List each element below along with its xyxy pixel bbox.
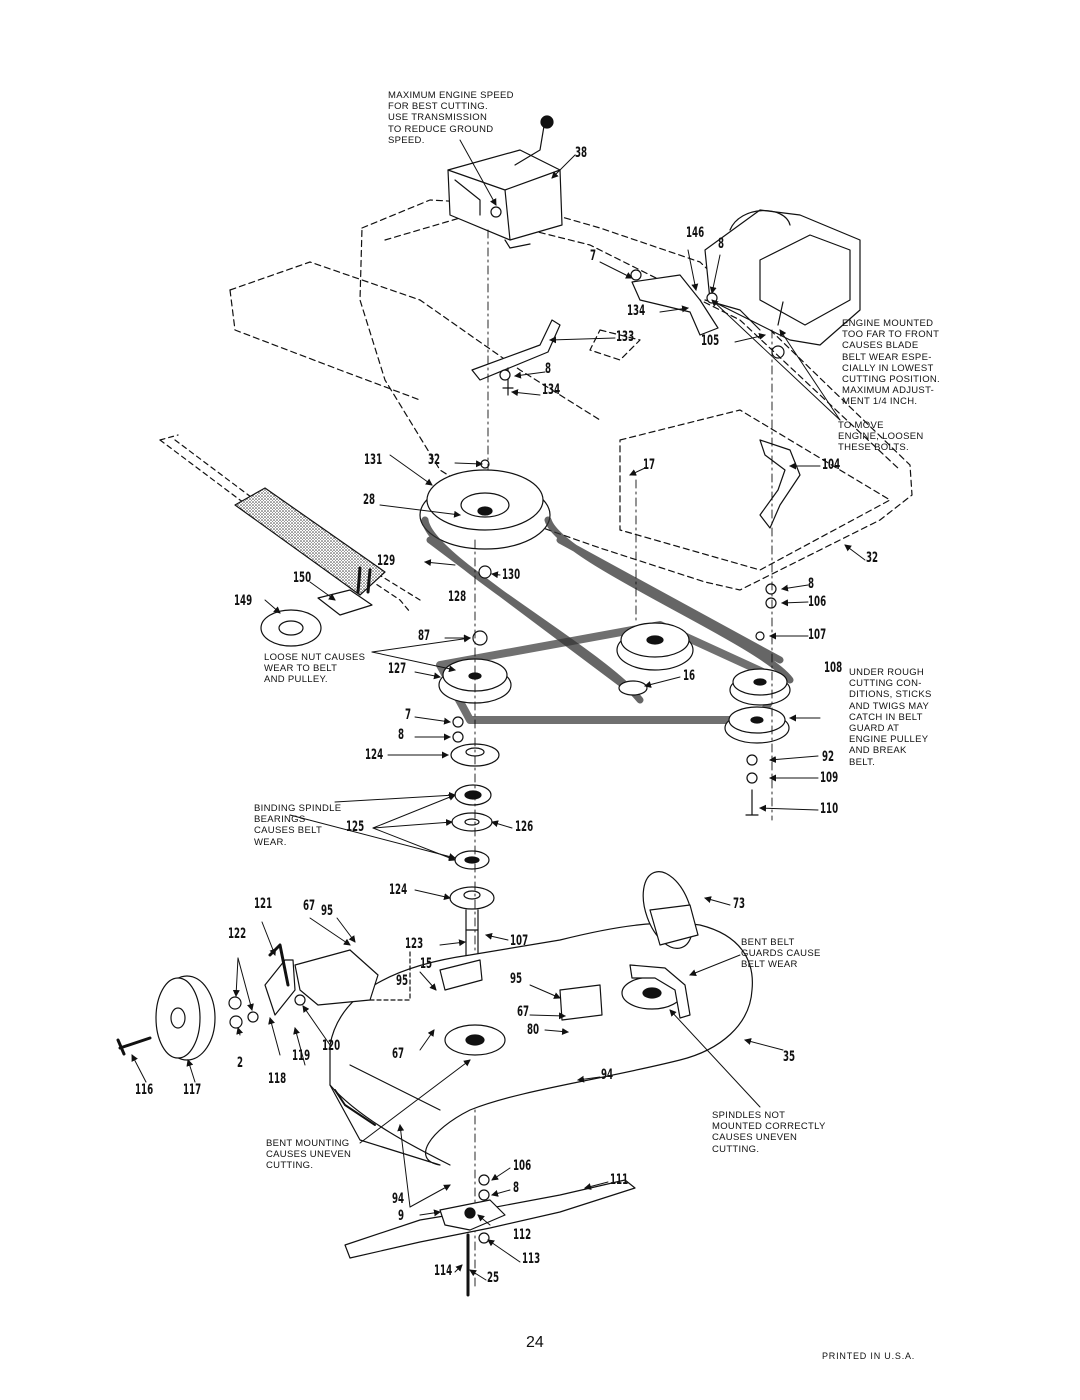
callout-134: 134 xyxy=(627,303,646,319)
callout-125: 125 xyxy=(346,819,365,835)
belt-guard-104 xyxy=(759,439,801,529)
callout-107: 107 xyxy=(510,933,529,949)
callout-80: 80 xyxy=(527,1022,540,1038)
callout-95: 95 xyxy=(396,973,409,989)
callout-67: 67 xyxy=(392,1046,405,1062)
note-engine-speed: MAXIMUM ENGINE SPEED FOR BEST CUTTING. U… xyxy=(388,90,514,146)
callout-109: 109 xyxy=(820,770,839,786)
page-number: 24 xyxy=(526,1334,544,1351)
callout-112: 112 xyxy=(513,1227,532,1243)
pulley-16-small xyxy=(618,680,648,696)
callout-8: 8 xyxy=(808,576,815,592)
callout-130: 130 xyxy=(502,567,521,583)
transmission xyxy=(447,115,563,249)
gauge-wheel-left xyxy=(116,943,379,1061)
drive-belt xyxy=(421,516,794,704)
mower-deck xyxy=(329,922,753,1166)
callout-28: 28 xyxy=(363,492,376,508)
callout-16: 16 xyxy=(683,668,696,684)
bracket-133 xyxy=(471,319,561,381)
callout-95: 95 xyxy=(510,971,523,987)
callout-67: 67 xyxy=(303,898,316,914)
callout-7: 7 xyxy=(405,707,412,723)
fasteners xyxy=(452,269,784,816)
callout-146: 146 xyxy=(686,225,705,241)
callout-123: 123 xyxy=(405,936,424,952)
note-binding-spindle: BINDING SPINDLE BEARINGS CAUSES BELT WEA… xyxy=(254,803,342,848)
callout-32: 32 xyxy=(428,452,441,468)
callout-8: 8 xyxy=(718,236,725,252)
callout-124: 124 xyxy=(365,747,384,763)
callout-106: 106 xyxy=(808,594,827,610)
bracket-134-plate xyxy=(631,274,719,336)
callout-38: 38 xyxy=(575,145,588,161)
callout-9: 9 xyxy=(398,1208,405,1224)
callout-129: 129 xyxy=(377,553,396,569)
pulley-108 xyxy=(724,668,791,744)
callout-133: 133 xyxy=(616,329,635,345)
engine xyxy=(704,209,861,359)
callout-110: 110 xyxy=(820,801,839,817)
printed-in-footer: PRINTED IN U.S.A. xyxy=(822,1351,916,1361)
callout-149: 149 xyxy=(234,593,253,609)
callout-17: 17 xyxy=(643,457,656,473)
callout-92: 92 xyxy=(822,749,835,765)
callout-15: 15 xyxy=(420,956,433,972)
note-bent-mounting: BENT MOUNTING CAUSES UNEVEN CUTTING. xyxy=(266,1138,352,1172)
callout-25: 25 xyxy=(487,1270,500,1286)
callout-150: 150 xyxy=(293,570,312,586)
idler-pulley-16 xyxy=(616,622,694,671)
note-under-rough: UNDER ROUGH CUTTING CON- DITIONS, STICKS… xyxy=(849,667,932,768)
callout-120: 120 xyxy=(322,1038,341,1054)
drive-pulley xyxy=(419,469,551,550)
belt-guard-screen xyxy=(234,487,386,596)
callout-94: 94 xyxy=(601,1067,614,1083)
callout-67: 67 xyxy=(517,1004,530,1020)
callout-121: 121 xyxy=(254,896,273,912)
callout-119: 119 xyxy=(292,1048,311,1064)
callout-107: 107 xyxy=(808,627,827,643)
note-loose-nut: LOOSE NUT CAUSES WEAR TO BELT AND PULLEY… xyxy=(264,652,366,686)
mower-blade xyxy=(344,1174,636,1297)
note-spindles-not: SPINDLES NOT MOUNTED CORRECTLY CAUSES UN… xyxy=(712,1110,826,1155)
callout-127: 127 xyxy=(388,661,407,677)
callout-8: 8 xyxy=(398,727,405,743)
callout-94: 94 xyxy=(392,1191,405,1207)
tractor-frame xyxy=(229,199,913,591)
callout-73: 73 xyxy=(733,896,746,912)
callout-87: 87 xyxy=(418,628,431,644)
callout-131: 131 xyxy=(364,452,383,468)
note-engine-mounted: ENGINE MOUNTED TOO FAR TO FRONT CAUSES B… xyxy=(842,318,940,408)
leader-lines xyxy=(131,139,866,1281)
callout-128: 128 xyxy=(448,589,467,605)
callout-2: 2 xyxy=(237,1055,244,1071)
callout-114: 114 xyxy=(434,1263,453,1279)
callout-117: 117 xyxy=(183,1082,202,1098)
callout-105: 105 xyxy=(701,333,720,349)
callout-124: 124 xyxy=(389,882,408,898)
assembly-axis xyxy=(474,229,773,1291)
callout-8: 8 xyxy=(545,361,552,377)
callout-126: 126 xyxy=(515,819,534,835)
callout-122: 122 xyxy=(228,926,247,942)
callout-111: 111 xyxy=(610,1172,629,1188)
callout-7: 7 xyxy=(590,248,597,264)
deck-wheel-73 xyxy=(642,871,699,949)
callout-8: 8 xyxy=(513,1180,520,1196)
callout-116: 116 xyxy=(135,1082,154,1098)
callout-95: 95 xyxy=(321,903,334,919)
callout-104: 104 xyxy=(822,457,841,473)
callout-113: 113 xyxy=(522,1251,541,1267)
callout-106: 106 xyxy=(513,1158,532,1174)
callout-118: 118 xyxy=(268,1071,287,1087)
note-bent-belt: BENT BELT GUARDS CAUSE BELT WEAR xyxy=(741,937,821,971)
note-to-move-engine: TO MOVE ENGINE, LOOSEN THESE BOLTS. xyxy=(838,420,924,454)
callout-108: 108 xyxy=(824,660,843,676)
callout-32: 32 xyxy=(866,550,879,566)
callout-134: 134 xyxy=(542,382,561,398)
callout-35: 35 xyxy=(783,1049,796,1065)
